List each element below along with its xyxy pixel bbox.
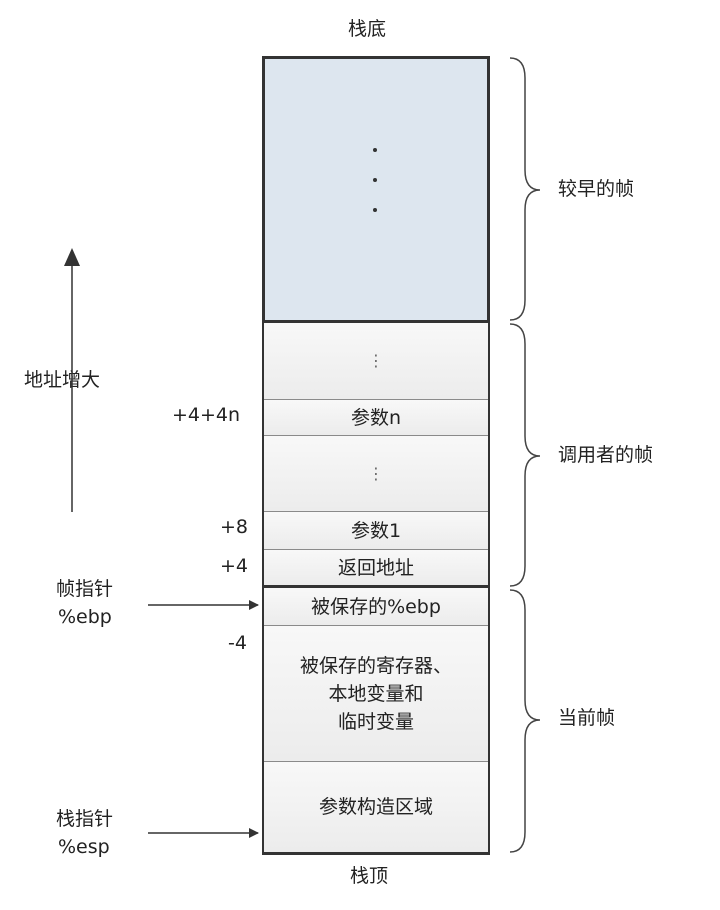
saved-ebp-text: 被保存的%ebp xyxy=(311,595,441,618)
address-increase-label: 地址增大 xyxy=(24,369,101,391)
caller-frame-brace xyxy=(509,323,541,587)
saved-registers-cell: 被保存的寄存器、 本地变量和 临时变量 xyxy=(264,625,488,761)
caller-ellipsis-cell: ⋮ xyxy=(264,323,488,399)
stack-pointer-label-line1: 栈指针 xyxy=(56,808,114,830)
earlier-frames-block xyxy=(262,56,490,323)
frame-pointer-label-line1: 帧指针 xyxy=(56,578,114,600)
offset-saved-regs: -4 xyxy=(228,632,247,654)
offset-param-1: +8 xyxy=(220,516,249,538)
saved-registers-text-line1: 被保存的寄存器、 xyxy=(299,654,452,677)
current-frame-label: 当前帧 xyxy=(558,707,616,729)
offset-param-n: +4+4n xyxy=(172,404,241,426)
ellipsis-dot xyxy=(373,178,377,182)
param-n-text: 参数n xyxy=(350,406,402,429)
earlier-frames-brace xyxy=(509,57,541,321)
param-n-cell: 参数n xyxy=(264,399,488,435)
stack-bottom-label: 栈底 xyxy=(348,18,387,40)
frame-pointer-label-line2: %ebp xyxy=(58,606,112,628)
arg-build-area-cell: 参数构造区域 xyxy=(264,761,488,852)
saved-ebp-cell: 被保存的%ebp xyxy=(264,588,488,625)
return-address-cell: 返回地址 xyxy=(264,549,488,585)
arg-build-area-text: 参数构造区域 xyxy=(318,796,433,818)
stack-pointer-label-line2: %esp xyxy=(58,836,110,858)
offset-return-addr: +4 xyxy=(220,555,249,577)
vertical-ellipsis: ⋮ xyxy=(368,463,384,483)
param-1-text: 参数1 xyxy=(350,519,402,542)
param-1-cell: 参数1 xyxy=(264,511,488,549)
saved-registers-text-line3: 临时变量 xyxy=(337,710,414,733)
address-increase-arrowhead xyxy=(64,248,80,266)
earlier-frames-label: 较早的帧 xyxy=(558,178,635,200)
caller-ellipsis-cell-2: ⋮ xyxy=(264,435,488,511)
vertical-ellipsis: ⋮ xyxy=(368,351,384,370)
return-address-text: 返回地址 xyxy=(337,556,414,579)
ellipsis-dot xyxy=(373,208,377,212)
caller-frame-label: 调用者的帧 xyxy=(558,444,654,466)
current-frame-brace xyxy=(509,589,541,853)
saved-registers-text-line2: 本地变量和 xyxy=(328,682,424,705)
stack-top-label: 栈顶 xyxy=(350,865,389,887)
ellipsis-dot xyxy=(373,148,377,152)
